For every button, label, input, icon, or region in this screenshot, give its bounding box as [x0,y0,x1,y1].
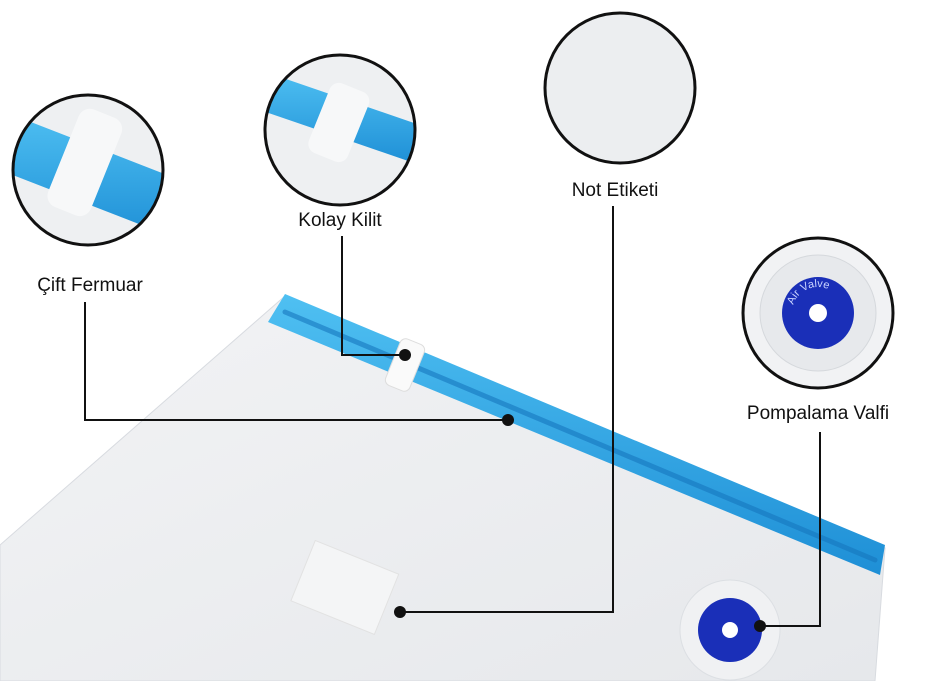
leader-lines [84,206,821,627]
label-easy-lock: Kolay Kilit [298,210,382,231]
note-label-area [290,539,400,636]
easy-lock-slider [384,338,426,392]
label-double-zipper: Çift Fermuar [37,275,143,296]
easy-lock-closeup [263,53,417,207]
note-label-closeup [543,11,697,165]
leader-dots [394,349,766,632]
pump-valve [679,579,781,681]
label-note-label: Not Etiketi [571,180,659,201]
vacuum-bag [0,294,886,681]
double-zipper-closeup [11,93,165,247]
pump-valve-closeup: Air Valve [741,236,895,390]
label-pump-valve: Pompalama Valfi [746,403,890,424]
